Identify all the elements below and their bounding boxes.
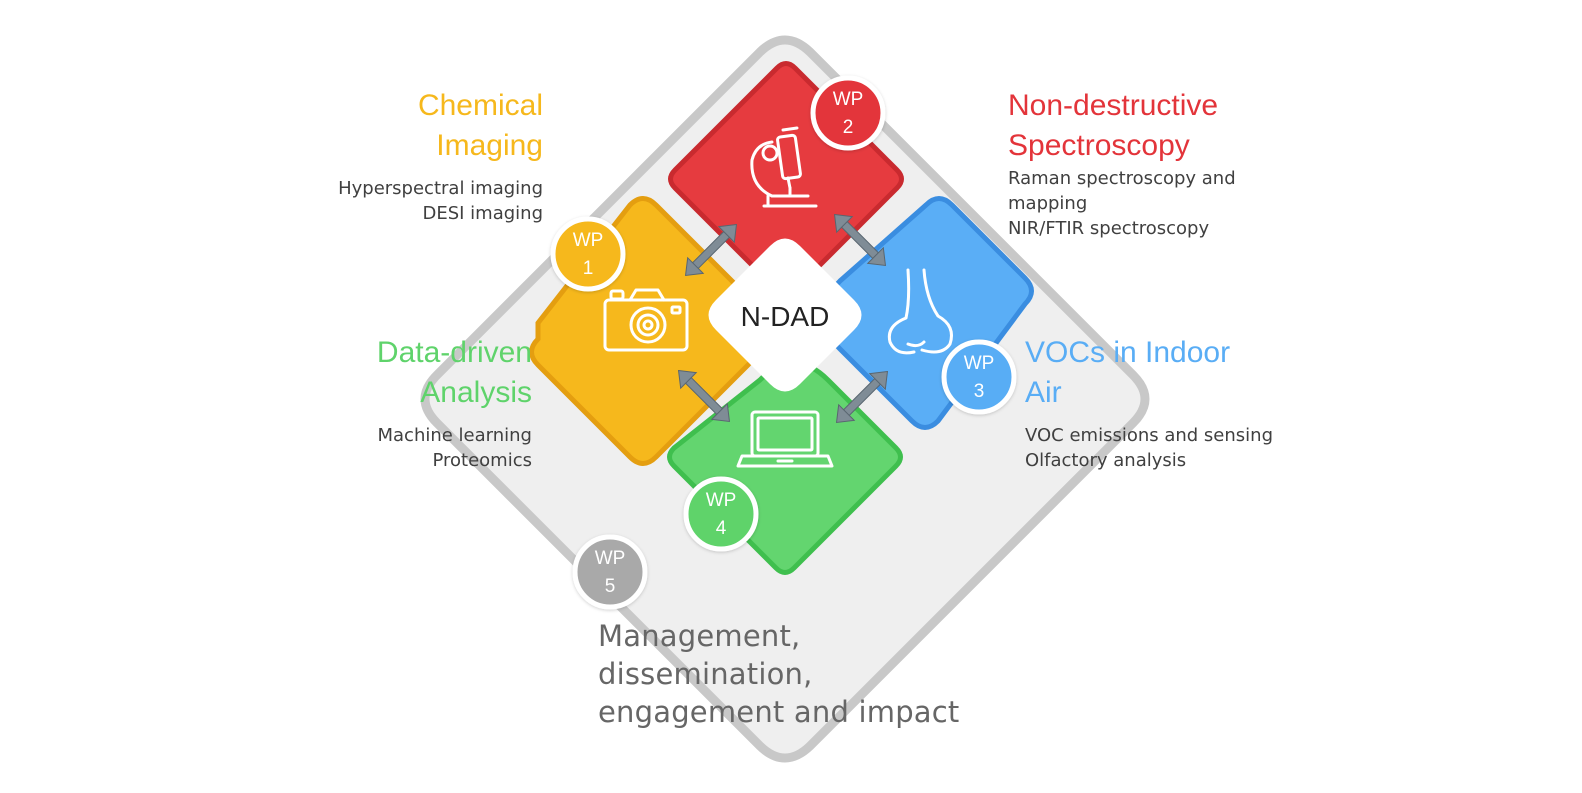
spectroscopy-item: Raman spectroscopy and [1008, 168, 1236, 189]
svg-text:WP: WP [833, 89, 864, 110]
vocs-title-1: VOCs in Indoor [1025, 336, 1231, 369]
spectroscopy-block: Non-destructive Spectroscopy Raman spect… [1008, 86, 1308, 241]
spectroscopy-item: mapping [1008, 193, 1088, 214]
arrows [677, 213, 889, 424]
nose-icon [887, 268, 953, 355]
svg-text:4: 4 [716, 518, 727, 539]
svg-text:5: 5 [605, 576, 616, 597]
svg-text:3: 3 [974, 381, 985, 402]
vocs-title-2: Air [1025, 376, 1062, 409]
svg-text:1: 1 [583, 258, 594, 279]
spectroscopy-title-2: Spectroscopy [1008, 129, 1190, 162]
data-driven-item: Proteomics [432, 450, 532, 471]
chemical-imaging-item: Hyperspectral imaging [338, 178, 543, 199]
center-label: N-DAD [741, 301, 830, 332]
wp2-badge: WP 2 [810, 75, 886, 151]
chemical-imaging-title-1: Chemical [417, 89, 543, 122]
arrow-wp2-wp3 [833, 213, 887, 267]
vocs-item: Olfactory analysis [1025, 450, 1187, 471]
svg-text:WP: WP [573, 230, 604, 251]
data-driven-block: Data-driven Analysis Machine learning Pr… [232, 333, 532, 473]
management-line-1: Management, dissemination, [598, 619, 813, 691]
vocs-item: VOC emissions and sensing [1025, 425, 1274, 446]
laptop-icon [736, 410, 834, 468]
management-block: Management, dissemination, engagement an… [598, 617, 1018, 731]
arrow-wp1-wp4 [677, 369, 731, 423]
management-line-2: engagement and impact [598, 695, 960, 729]
microscope-icon [750, 126, 818, 208]
svg-text:WP: WP [964, 353, 995, 374]
vocs-block: VOCs in Indoor Air VOC emissions and sen… [1025, 333, 1345, 473]
wp4-badge: WP 4 [683, 476, 759, 552]
data-driven-item: Machine learning [377, 425, 532, 446]
center-diamond [708, 238, 862, 392]
svg-text:WP: WP [706, 490, 737, 511]
camera-icon [603, 288, 689, 352]
arrow-wp1-wp2 [684, 223, 738, 277]
chemical-imaging-title-2: Imaging [436, 129, 543, 162]
svg-text:WP: WP [595, 548, 626, 569]
data-driven-title-2: Analysis [420, 376, 532, 409]
wp3-badge: WP 3 [941, 339, 1017, 415]
wp1-badge: WP 1 [550, 216, 626, 292]
chemical-imaging-item: DESI imaging [422, 203, 543, 224]
wp5-badge: WP 5 [572, 534, 648, 610]
arrow-wp3-wp4 [835, 370, 889, 424]
data-driven-title-1: Data-driven [376, 336, 532, 369]
chemical-imaging-block: Chemical Imaging Hyperspectral imaging D… [243, 86, 543, 226]
svg-text:2: 2 [843, 117, 854, 138]
spectroscopy-item: NIR/FTIR spectroscopy [1008, 218, 1210, 239]
spectroscopy-title-1: Non-destructive [1008, 89, 1219, 122]
